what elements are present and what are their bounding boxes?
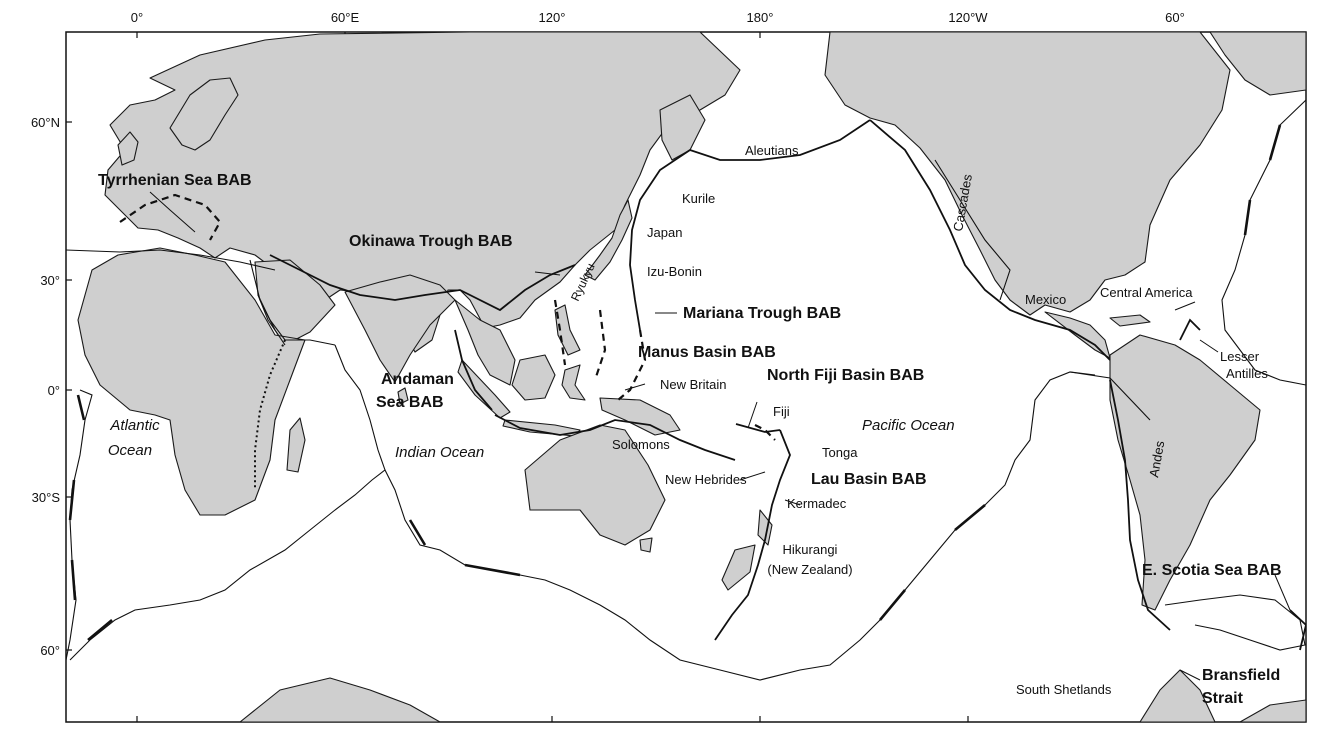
lat-tick-label-60n: 60°N <box>31 115 60 130</box>
solomons-label: Solomons <box>612 437 670 452</box>
central-america-label: Central America <box>1100 285 1193 300</box>
antarctic-peninsula-landmass <box>1139 669 1216 722</box>
lon-tick-label-120: 120° <box>539 10 566 25</box>
okinawa-trough-bab-label: Okinawa Trough BAB <box>349 233 513 250</box>
lon-tick-label-0: 0° <box>131 10 143 25</box>
lon-tick-label-180: 180° <box>747 10 774 25</box>
atlantic-ocean-label-line2: Ocean <box>108 442 152 459</box>
scandinavia-landmass <box>169 77 239 151</box>
fiji-label: Fiji <box>773 404 790 419</box>
eurasia-landmass <box>104 32 741 353</box>
lon-tick-label-60: 60° <box>1165 10 1185 25</box>
sri-lanka-landmass <box>397 387 409 405</box>
antarctica-landmass <box>239 677 441 722</box>
new-britain-label: New Britain <box>660 377 726 392</box>
lat-tick-label-0: 0° <box>48 383 60 398</box>
bransfield-strait-label-line2: Strait <box>1202 690 1244 707</box>
india-landmass <box>344 274 456 383</box>
new-zealand-south-landmass <box>721 544 756 591</box>
subduction-zones <box>119 119 1306 651</box>
hikurangi-label-line2: (New Zealand) <box>767 562 852 577</box>
new-zealand-north-landmass <box>757 509 773 546</box>
atlantic-ocean-label-line1: Atlantic <box>109 417 160 434</box>
lon-tick-label-120w: 120°W <box>948 10 988 25</box>
izu-bonin-label: Izu-Bonin <box>647 264 702 279</box>
antarctica-east-landmass <box>1239 699 1306 722</box>
great-britain-landmass <box>117 131 139 166</box>
lat-tick-label-60s: 60° <box>40 643 60 658</box>
new-guinea-landmass <box>599 397 681 436</box>
tasmania-landmass <box>639 537 653 553</box>
japan-label: Japan <box>647 225 682 240</box>
lon-tick-label-60e: 60°E <box>331 10 360 25</box>
australia-landmass <box>524 424 666 546</box>
plate-boundaries <box>66 99 1306 681</box>
andaman-sea-bab-label-line2: Sea BAB <box>376 394 444 411</box>
madagascar-landmass <box>286 417 306 473</box>
kermadec-label: Kermadec <box>787 496 847 511</box>
lesser-antilles-label-line2: Antilles <box>1226 366 1268 381</box>
mexico-label: Mexico <box>1025 292 1066 307</box>
lesser-antilles-label-line1: Lesser <box>1220 349 1260 364</box>
japan-landmass <box>584 199 633 281</box>
hikurangi-label-line1: Hikurangi <box>783 542 838 557</box>
south-shetlands-label: South Shetlands <box>1016 682 1112 697</box>
kurile-label: Kurile <box>682 191 715 206</box>
manus-basin-bab-label: Manus Basin BAB <box>638 344 776 361</box>
indian-ocean-label: Indian Ocean <box>395 444 484 461</box>
southeast-asia-landmass <box>454 299 516 386</box>
north-america-landmass <box>824 32 1231 316</box>
mariana-trough-bab-label: Mariana Trough BAB <box>683 305 841 322</box>
lat-tick-label-30s: 30°S <box>32 490 61 505</box>
andaman-sea-bab-label-line1: Andaman <box>381 371 454 388</box>
north-fiji-basin-bab-label: North Fiji Basin BAB <box>767 367 924 384</box>
tonga-label: Tonga <box>822 445 858 460</box>
tyrrhenian-sea-bab-label: Tyrrhenian Sea BAB <box>98 172 252 189</box>
lat-tick-label-30: 30° <box>40 273 60 288</box>
greenland-landmass <box>1209 32 1306 96</box>
lau-basin-bab-label: Lau Basin BAB <box>811 471 927 488</box>
south-america-landmass <box>1109 334 1261 611</box>
africa-landmass <box>77 247 306 516</box>
borneo-landmass <box>511 354 556 401</box>
sulawesi-landmass <box>561 364 586 401</box>
bransfield-strait-label-line1: Bransfield <box>1202 667 1280 684</box>
aleutians-label: Aleutians <box>745 143 799 158</box>
cuba-landmass <box>1109 314 1151 327</box>
east-scotia-sea-bab-label: E. Scotia Sea BAB <box>1142 562 1282 579</box>
andes-label: Andes <box>1146 439 1167 478</box>
pacific-ocean-label: Pacific Ocean <box>862 417 955 434</box>
leader-lines <box>149 191 1291 681</box>
new-hebrides-label: New Hebrides <box>665 472 747 487</box>
philippines-landmass <box>554 304 581 356</box>
